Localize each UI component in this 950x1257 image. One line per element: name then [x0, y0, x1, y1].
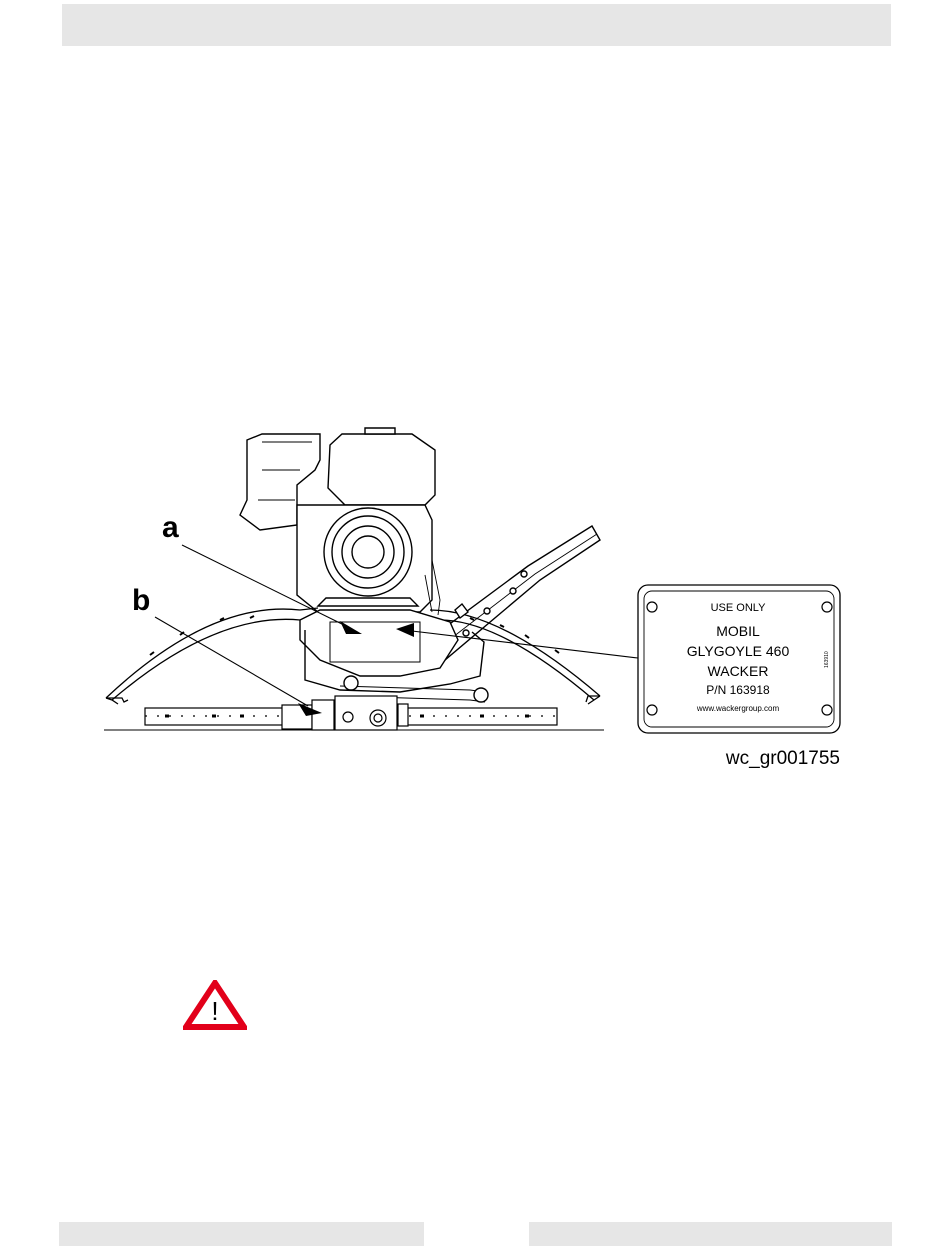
warning-triangle-icon: ! — [183, 980, 247, 1030]
warning-symbol: ! — [211, 996, 218, 1026]
figure-id: wc_gr001755 — [725, 748, 840, 769]
engine-drawing — [240, 428, 440, 615]
decal-line-5: P/N 163918 — [706, 683, 770, 697]
decal-line-6: www.wackergroup.com — [696, 704, 780, 713]
lubricant-decal: USE ONLY MOBIL GLYGOYLE 460 WACKER P/N 1… — [638, 585, 840, 733]
decal-line-1: USE ONLY — [711, 602, 766, 614]
footer-band-left — [59, 1222, 424, 1246]
callout-b: b — [132, 584, 150, 617]
decal-line-4: WACKER — [708, 663, 769, 679]
leader-line-b — [155, 617, 308, 706]
decal-side-code: 163910 — [824, 651, 830, 668]
decal-line-3: GLYGOYLE 460 — [687, 643, 790, 659]
decal-line-2: MOBIL — [716, 623, 760, 639]
callout-a: a — [162, 511, 179, 544]
footer-band-right — [529, 1222, 892, 1246]
gearbox-drawing — [300, 598, 488, 702]
blade-assembly-drawing — [104, 696, 604, 730]
